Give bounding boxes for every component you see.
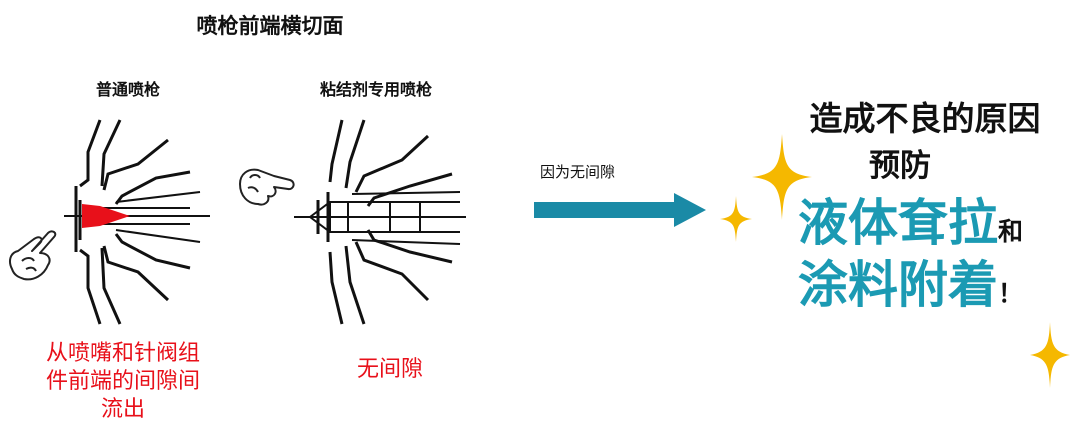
- hand-pointer-icon: [9, 230, 57, 281]
- diagram-title: 喷枪前端横切面: [196, 14, 344, 38]
- leak-caption-line: 流出: [100, 397, 145, 422]
- no-gap-caption: 无间隙: [356, 357, 423, 382]
- right-arrow-icon: [534, 193, 706, 227]
- exclamation-text: ！: [998, 279, 1024, 308]
- sparkle-icon: [752, 134, 812, 220]
- standard-gun-cross-section: [64, 119, 210, 325]
- adhesion-text: 涂料附着: [798, 256, 998, 314]
- sparkle-icon: [1030, 322, 1070, 388]
- and-text: 和: [998, 217, 1024, 246]
- result-heading: 造成不良的原因: [809, 99, 1041, 138]
- dripping-text: 液体耷拉: [798, 194, 998, 252]
- standard-gun-label: 普通喷枪: [96, 80, 161, 99]
- adhesive-gun-label: 粘结剂专用喷枪: [320, 80, 433, 99]
- sparkle-icon: [720, 196, 752, 242]
- adhesive-gun-cross-section: [294, 119, 466, 325]
- leak-highlight: [82, 204, 130, 228]
- result-line-adhesion: 涂料附着！: [798, 245, 1023, 317]
- result-prevent: 预防: [869, 148, 931, 184]
- arrow-label: 因为无间隙: [540, 163, 616, 181]
- leak-caption-line: 从喷嘴和针阀组: [45, 341, 200, 366]
- leak-caption-line: 件前端的间隙间: [45, 369, 200, 394]
- hand-pointer-icon: [239, 168, 295, 206]
- leak-caption: 从喷嘴和针阀组 件前端的间隙间 流出: [12, 340, 234, 424]
- result-line-dripping: 液体耷拉和: [798, 183, 1023, 255]
